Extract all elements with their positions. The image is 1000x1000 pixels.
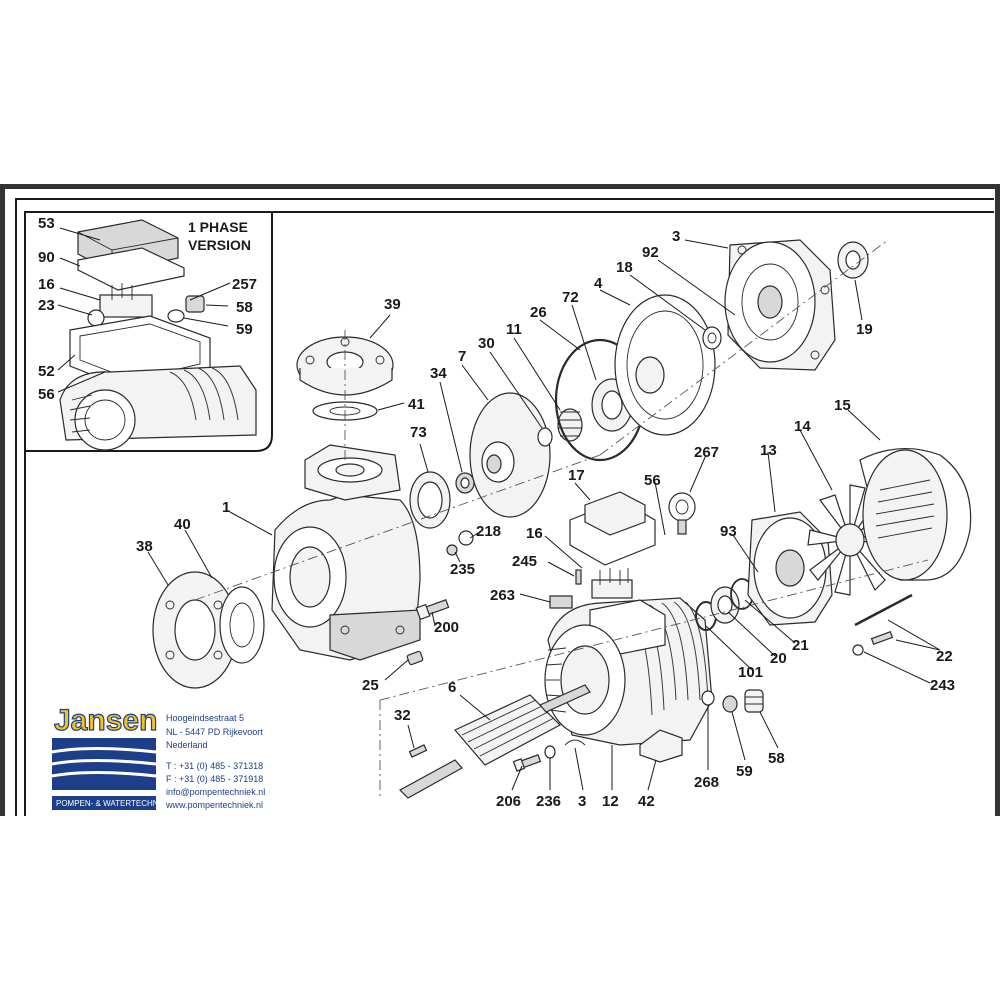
label-p25: 25: [362, 677, 379, 694]
label-p4: 4: [594, 275, 603, 292]
part-shaft-seal: [837, 241, 869, 279]
label-p21: 21: [792, 637, 809, 654]
label-p7: 7: [458, 348, 466, 365]
part-impeller: [469, 392, 551, 518]
label-p17: 17: [568, 467, 585, 484]
inset-title-line1: 1 PHASE: [188, 219, 248, 235]
address-line-3: Nederland: [166, 740, 208, 750]
phone-line: T : +31 (0) 485 - 371318: [166, 761, 263, 771]
label-p16a: 16: [38, 276, 55, 293]
label-p41: 41: [408, 396, 425, 413]
label-p218: 218: [476, 523, 501, 540]
label-p3a: 3: [672, 228, 680, 245]
label-p268: 268: [694, 774, 719, 791]
label-p1: 1: [222, 499, 230, 516]
label-p200: 200: [434, 619, 459, 636]
part-small-fasteners-motor: [512, 739, 586, 772]
drawing-frame: [0, 184, 1000, 816]
part-motor-foot: [639, 729, 683, 763]
part-cable-glands: [701, 689, 764, 713]
part-end-shield-front: [724, 239, 836, 371]
label-p56a: 56: [38, 386, 55, 403]
part-shaft-key: [408, 744, 428, 758]
label-p26: 26: [530, 304, 547, 321]
part-motor-frame: [544, 597, 713, 746]
label-p18: 18: [616, 259, 633, 276]
label-p206: 206: [496, 793, 521, 810]
label-p243: 243: [930, 677, 955, 694]
label-p93: 93: [720, 523, 737, 540]
center-lines: [194, 239, 929, 800]
part-small-fasteners-pump: [406, 530, 474, 666]
fax-line: F : +31 (0) 485 - 371918: [166, 774, 263, 784]
part-impeller-nut: [455, 472, 475, 494]
label-p38: 38: [136, 538, 153, 555]
part-backplate: [614, 294, 716, 436]
part-terminal-links: [549, 595, 573, 609]
label-p3b: 3: [578, 793, 586, 810]
label-p32: 32: [394, 707, 411, 724]
inset-1-phase: 1 PHASE VERSION: [25, 212, 273, 452]
email-link[interactable]: info@pompentechniek.nl: [166, 787, 265, 797]
label-p245: 245: [512, 553, 537, 570]
inset-title-line2: VERSION: [188, 237, 251, 253]
label-p14: 14: [794, 418, 811, 435]
label-p236: 236: [536, 793, 561, 810]
label-p19: 19: [856, 321, 873, 338]
part-terminal-block: [575, 568, 633, 599]
label-p34: 34: [430, 365, 447, 382]
label-p40: 40: [174, 516, 191, 533]
label-p90: 90: [38, 249, 55, 266]
label-p12: 12: [602, 793, 619, 810]
label-p23: 23: [38, 297, 55, 314]
label-p15: 15: [834, 397, 851, 414]
company-address: Hoogeindsestraat 5 NL - 5447 PD Rijkevoo…: [165, 713, 265, 810]
part-fan-cover: [859, 448, 972, 581]
website-link[interactable]: www.pompentechniek.nl: [165, 800, 263, 810]
label-p56b: 56: [644, 472, 661, 489]
label-p16b: 16: [526, 525, 543, 542]
label-p235: 235: [450, 561, 475, 578]
label-p6: 6: [448, 679, 456, 696]
label-p30: 30: [478, 335, 495, 352]
label-p92: 92: [642, 244, 659, 261]
label-p58a: 58: [236, 299, 253, 316]
part-flange-gasket: [219, 586, 265, 664]
part-rotor: [399, 684, 591, 799]
label-p59a: 59: [236, 321, 253, 338]
part-labels: 53 90 16 23 52 56 257 58 59 39 41 34 73 …: [38, 215, 955, 810]
leader-lines: [57, 227, 941, 791]
label-p73: 73: [410, 424, 427, 441]
company-tagline: POMPEN- & WATERTECHNIEK: [56, 799, 172, 808]
company-logo: Jansen POMPEN- & WATERTECHNIEK: [51, 703, 172, 810]
label-p22: 22: [936, 648, 953, 665]
label-p72: 72: [562, 289, 579, 306]
label-p263: 263: [490, 587, 515, 604]
label-p101: 101: [738, 664, 763, 681]
part-wear-ring: [409, 471, 451, 529]
part-rear-bearing-set: [695, 578, 754, 631]
company-name: Jansen: [54, 704, 157, 737]
label-p53: 53: [38, 215, 55, 232]
label-p39: 39: [384, 296, 401, 313]
address-line-1: Hoogeindsestraat 5: [166, 713, 244, 723]
address-line-2: NL - 5447 PD Rijkevoort: [166, 727, 263, 737]
part-terminal-box-cover: [569, 491, 656, 566]
label-p267: 267: [694, 444, 719, 461]
label-p11: 11: [506, 321, 522, 338]
label-p257: 257: [232, 276, 257, 293]
part-pump-casing: [271, 444, 421, 661]
label-p58b: 58: [768, 750, 785, 767]
label-p42: 42: [638, 793, 655, 810]
label-p59b: 59: [736, 763, 753, 780]
label-p52: 52: [38, 363, 55, 380]
part-tie-rod-set: [852, 593, 913, 656]
part-eye-bolt: [668, 492, 696, 535]
label-p20: 20: [770, 650, 787, 667]
label-p13: 13: [760, 442, 777, 459]
part-deflector: [702, 326, 722, 350]
